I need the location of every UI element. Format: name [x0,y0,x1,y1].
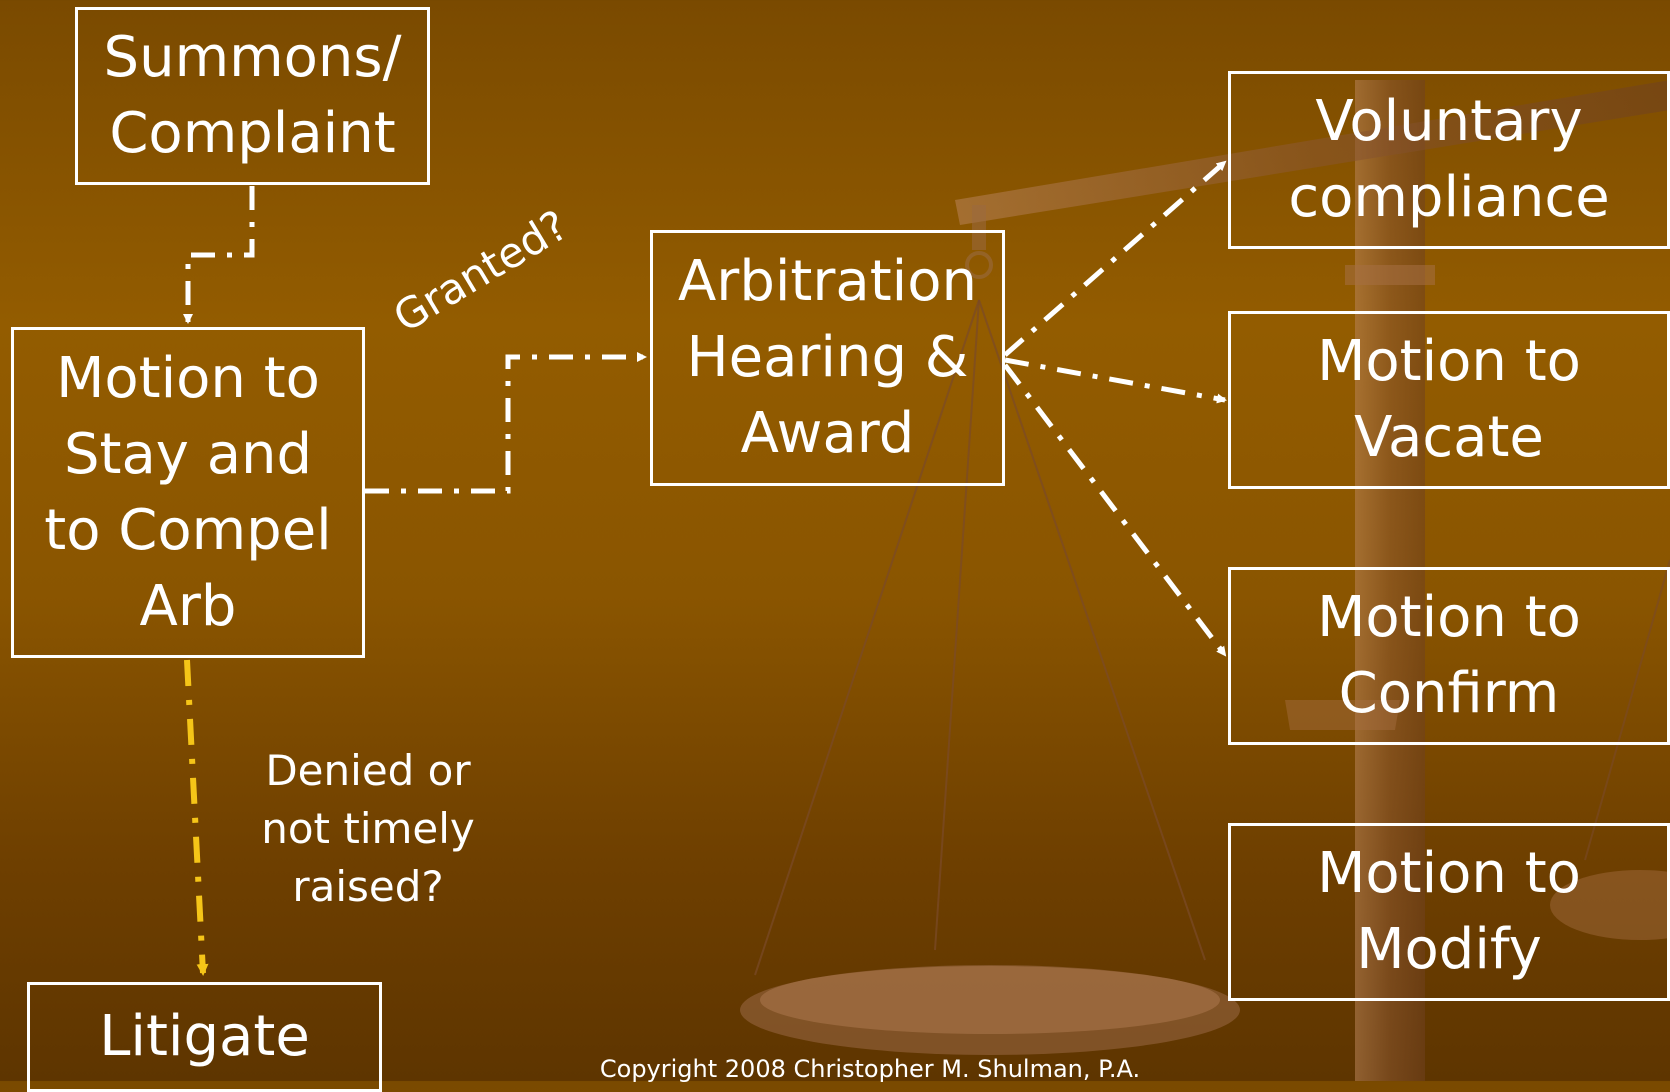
connector-motion-to-litigate [184,659,209,976]
summons-complaint-box: Summons/ Complaint [75,7,430,185]
connector-arbitration-to-vacate [1004,357,1227,404]
scale-beam [955,80,1670,225]
scale-right-string [1584,559,1670,861]
voluntary-compliance-box: Voluntary compliance [1228,71,1670,249]
connector-arbitration-to-voluntary [1003,160,1227,357]
connector-motion-to-arbitration [365,352,647,494]
denied-label: Denied or not timely raised? [261,746,475,911]
motion-to-modify-box: Motion to Modify [1228,823,1670,1001]
scale-right-pan [1550,870,1670,940]
litigate-box: Litigate [27,982,382,1092]
scale-strings [754,299,1206,976]
scale-weight [1285,700,1400,730]
motion-to-confirm-box: Motion to Confirm [1228,567,1670,745]
arbitration-hearing-box: Arbitration Hearing & Award [650,230,1005,486]
motion-to-vacate-box: Motion to Vacate [1228,311,1670,489]
scale-hanger [972,205,986,250]
scale-post-collar [1345,265,1435,285]
scale-ring [965,251,993,279]
copyright-footer: Copyright 2008 Christopher M. Shulman, P… [599,1055,1141,1083]
motion-to-stay-box: Motion to Stay and to Compel Arb [11,327,365,658]
scale-pan [740,965,1240,1055]
scale-pan-rim [760,966,1220,1034]
connector-summons-to-motion [183,186,255,324]
connector-arbitration-to-confirm [1003,363,1227,657]
